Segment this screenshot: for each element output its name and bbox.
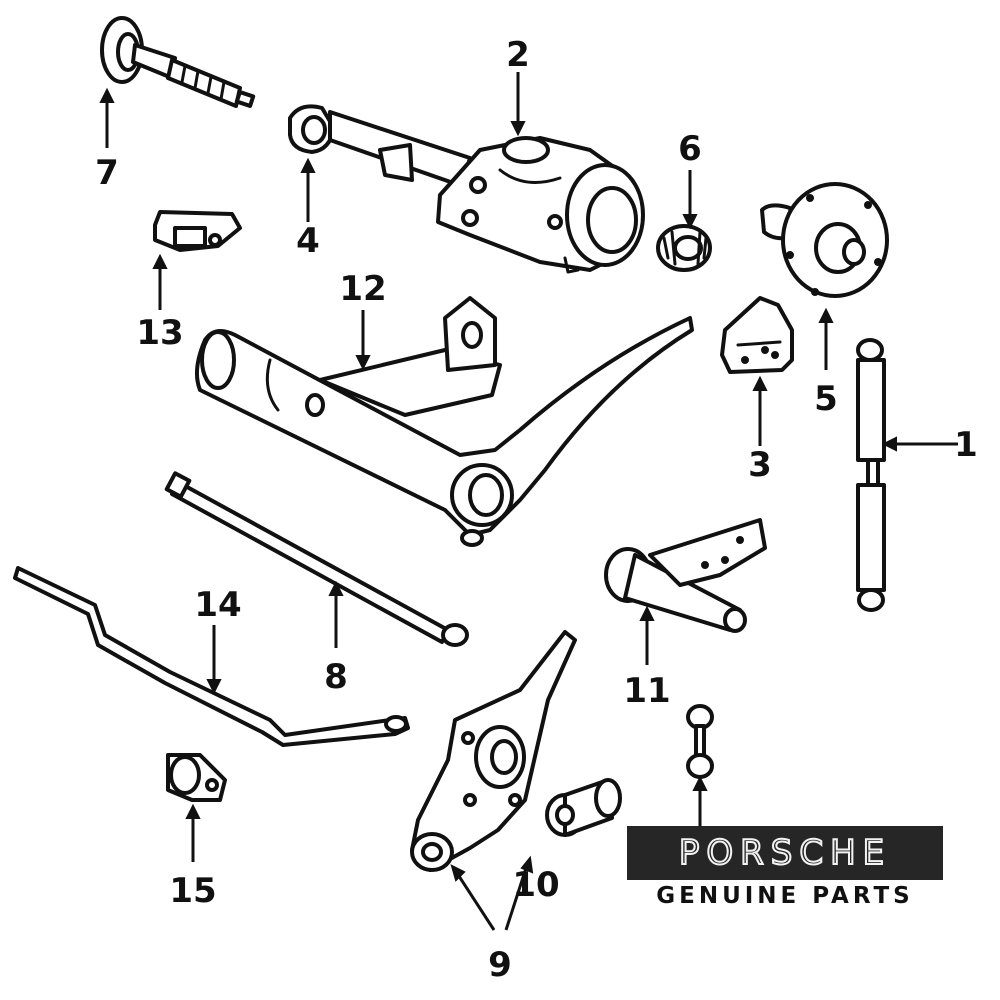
part-10-bushing	[545, 778, 622, 837]
callout-9: 9	[488, 945, 512, 985]
part-5-wheel-hub	[760, 182, 889, 298]
part-3-bracket	[720, 296, 794, 374]
part-2-transaxle	[436, 136, 645, 274]
callout-10: 10	[512, 865, 559, 905]
stabilizer-link	[686, 704, 714, 779]
callout-1: 1	[954, 425, 978, 465]
part-9-control-arm	[410, 630, 577, 872]
callout-6: 6	[678, 129, 702, 169]
part-1-shock-absorber	[856, 338, 886, 612]
callout-numbers: 1 2 3 4 5 6 7 8 9 10 11 12 13 14 15	[95, 35, 978, 985]
part-12-trailing-arm	[194, 296, 694, 547]
callout-5: 5	[814, 379, 838, 419]
porsche-logo-box: PORSCHE	[627, 826, 943, 880]
part-13-mount	[153, 210, 242, 252]
callout-7: 7	[95, 153, 119, 193]
genuine-parts-tagline: GENUINE PARTS	[656, 883, 914, 909]
callout-15: 15	[169, 871, 216, 911]
porsche-wordmark: PORSCHE	[678, 832, 892, 874]
callout-14: 14	[194, 585, 241, 625]
callout-13: 13	[136, 313, 183, 353]
part-6-bearing	[656, 224, 712, 272]
leader-lines	[99, 72, 958, 931]
callout-4: 4	[296, 221, 320, 261]
callout-8: 8	[324, 657, 348, 697]
callout-3: 3	[748, 445, 772, 485]
part-4-mount	[288, 104, 472, 188]
part-15-bushing	[166, 753, 227, 802]
callout-12: 12	[339, 269, 386, 309]
callout-2: 2	[506, 35, 530, 75]
part-11-spindle	[604, 518, 767, 633]
part-14-stabilizer-bar	[13, 566, 410, 747]
part-7-axle-shaft	[100, 16, 256, 108]
part-8-tie-rod	[164, 471, 469, 647]
callout-11: 11	[623, 671, 670, 711]
